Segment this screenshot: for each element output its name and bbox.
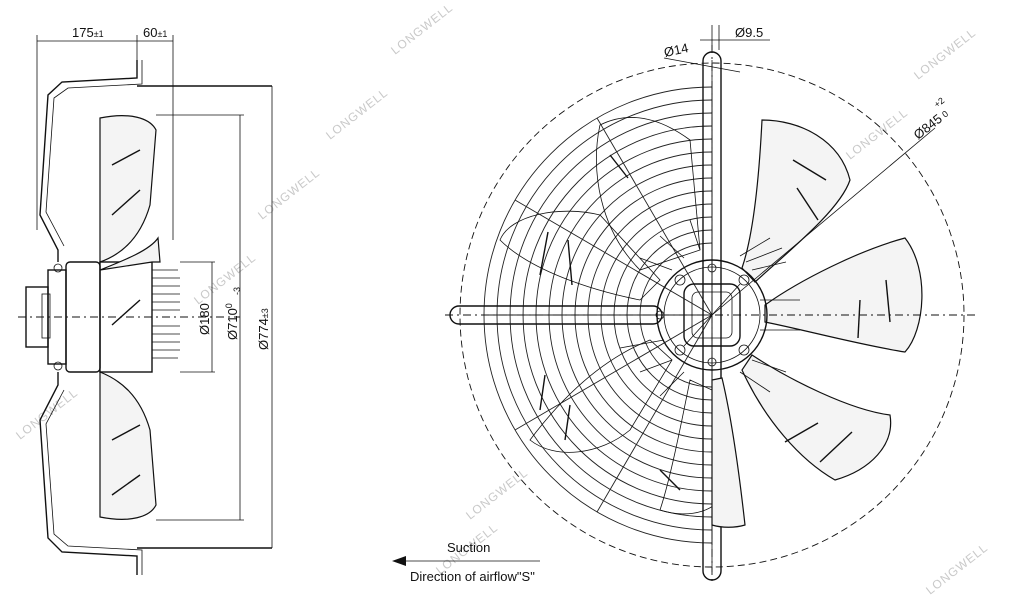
fan-blade-side [99, 371, 157, 520]
screw-icon [738, 344, 750, 356]
watermark: LONGWELL [323, 85, 390, 142]
leader-14 [663, 57, 741, 73]
dim-60-label: 60±1 [143, 25, 167, 40]
bolt-icon [53, 263, 63, 273]
terminal-box [41, 293, 51, 339]
fan-blades [711, 119, 923, 528]
airflow-legend: Suction Direction of airflow"S" [392, 540, 540, 584]
screw-icon [674, 274, 686, 286]
watermark: LONGWELL [255, 165, 322, 222]
airflow-direction-label: Direction of airflow"S" [410, 569, 535, 584]
watermark: LONGWELL [388, 0, 455, 57]
bolt-icon [53, 361, 63, 371]
guard-profile-inner [45, 60, 143, 575]
dim-175-label: 175±1 [72, 25, 104, 40]
dim-14-label: Ø14 [663, 40, 690, 60]
fan-blade-side [99, 115, 157, 263]
dim-845-tol-lower: 0 [940, 109, 950, 120]
front-view: Ø845 +2 0 Ø14 Ø9.5 [445, 25, 975, 585]
leader-845 [711, 127, 936, 316]
dim-845-tol-upper: +2 [932, 95, 946, 109]
dim-710-label: Ø7100 [224, 303, 240, 340]
watermark: LONGWELL [191, 250, 258, 307]
outer-diameter-circle [459, 62, 965, 568]
screw-icon [674, 344, 686, 356]
dim-9-5-label: Ø9.5 [735, 25, 763, 40]
guard-profile [39, 60, 138, 575]
suction-label: Suction [447, 540, 490, 555]
dim-845-label: Ø845 [911, 111, 945, 142]
blades-behind-guard [499, 116, 726, 515]
fan-blade [741, 354, 892, 481]
fan-blade [764, 237, 923, 353]
fan-blade [741, 119, 851, 283]
dim-180-label: Ø180 [197, 303, 212, 335]
fan-blade [711, 377, 746, 528]
screw-icon [738, 274, 750, 286]
dim-774-label: Ø774±3 [256, 308, 271, 350]
side-view: 175±1 60±1 [18, 25, 273, 575]
watermark: LONGWELL [923, 540, 990, 597]
fan-blade-side [99, 236, 161, 271]
hub-fins [619, 219, 800, 397]
cooling-fins [152, 269, 180, 359]
blade-slots [111, 149, 141, 496]
watermark: LONGWELL [843, 105, 910, 162]
airflow-arrow-icon [392, 556, 406, 566]
watermark: LONGWELL [911, 25, 978, 82]
watermark: LONGWELL [463, 465, 530, 522]
dim-710-tol-lower: -3 [232, 287, 242, 295]
